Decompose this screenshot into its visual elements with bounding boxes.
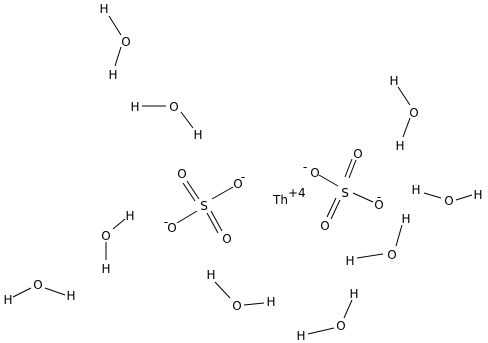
oxygen-atom: O — [167, 221, 176, 235]
hydrogen-atom: H — [66, 289, 75, 303]
water-molecule: H O H — [389, 74, 418, 153]
o-h-bond — [12, 287, 32, 298]
hydrogen-atom: H — [401, 212, 410, 226]
oxygen-atom: O — [409, 106, 418, 120]
o-h-bond — [356, 253, 384, 259]
hydrogen-atom: H — [130, 100, 139, 114]
hydrogen-atom: H — [473, 188, 482, 202]
o-h-bond — [402, 117, 411, 138]
water-molecule: H O H — [411, 183, 482, 208]
o-h-bond — [214, 281, 231, 299]
cation-charge: +4 — [288, 186, 306, 200]
s-o-single-bond — [176, 210, 198, 224]
oxygen-atom: O — [101, 229, 110, 243]
o-h-bond — [180, 111, 194, 129]
oxygen-atom: O — [222, 232, 231, 246]
water-molecule: H O H — [206, 268, 275, 313]
o-h-bond — [112, 218, 126, 230]
negative-charge: - — [164, 215, 168, 229]
water-molecule: H O H — [3, 278, 75, 307]
o-h-bond — [44, 287, 66, 296]
o-h-bond — [343, 299, 353, 319]
hydrogen-atom: H — [389, 74, 398, 88]
s-o-double-bond — [182, 182, 196, 202]
oxygen-atom: O — [169, 100, 178, 114]
s-o-single-bond — [211, 186, 234, 200]
hydrogen-atom: H — [101, 262, 110, 276]
o-h-bond — [397, 86, 411, 106]
negative-charge: - — [303, 160, 307, 174]
o-h-bond — [395, 224, 403, 247]
sulfate-ion: O - O S O - O — [303, 147, 384, 233]
thorium-atom: Th — [272, 193, 288, 207]
o-h-bond — [423, 192, 442, 199]
hydrogen-atom: H — [296, 329, 305, 343]
oxygen-atom: O — [444, 194, 453, 208]
hydrogen-atom: H — [345, 254, 354, 268]
oxygen-atom: O — [121, 35, 130, 49]
sulfur-atom: S — [341, 186, 349, 200]
hydrogen-atom: H — [125, 209, 134, 223]
s-o-double-bond — [206, 212, 219, 234]
water-molecule: O H H — [101, 209, 134, 276]
thorium-cation: Th +4 — [272, 186, 306, 207]
hydrogen-atom: H — [411, 183, 420, 197]
oxygen-atom: O — [177, 167, 186, 181]
o-h-bond — [307, 327, 335, 335]
water-molecule: H O H — [345, 212, 410, 268]
s-o-double-bond — [348, 159, 357, 179]
hydrogen-atom: H — [3, 293, 12, 307]
oxygen-atom: O — [387, 248, 396, 262]
o-h-bond — [243, 302, 265, 306]
s-o-single-bond — [352, 192, 374, 203]
negative-charge: - — [377, 190, 381, 204]
sulfate-ion: O O - S O - O — [164, 167, 245, 246]
oxygen-atom: O — [336, 319, 345, 333]
o-h-bond — [114, 46, 122, 67]
oxygen-atom: O — [353, 147, 362, 161]
negative-charge: - — [241, 170, 245, 184]
water-molecule: H O H — [99, 2, 130, 82]
hydrogen-atom: H — [266, 295, 275, 309]
oxygen-atom: O — [232, 299, 241, 313]
oxygen-atom: O — [233, 177, 242, 191]
s-o-double-bond — [330, 199, 341, 220]
hydrogen-atom: H — [349, 287, 358, 301]
o-h-bond — [108, 15, 122, 36]
hydrogen-atom: H — [395, 139, 404, 153]
hydrogen-atom: H — [206, 268, 215, 282]
hydrogen-atom: H — [108, 68, 117, 82]
s-o-double-bond — [186, 180, 200, 200]
water-molecule: H O H — [130, 100, 202, 142]
sulfur-atom: S — [200, 199, 208, 213]
hydrogen-atom: H — [193, 128, 202, 142]
oxygen-atom: O — [310, 166, 319, 180]
s-o-single-bond — [318, 174, 339, 187]
oxygen-atom: O — [33, 278, 42, 292]
s-o-double-bond — [326, 197, 337, 218]
s-o-double-bond — [210, 210, 223, 232]
water-molecule: H O H — [296, 287, 358, 343]
oxygen-atom: O — [320, 219, 329, 233]
o-h-bond — [455, 194, 473, 201]
s-o-double-bond — [344, 158, 353, 178]
oxygen-atom: O — [374, 198, 383, 212]
hydrogen-atom: H — [99, 2, 108, 16]
